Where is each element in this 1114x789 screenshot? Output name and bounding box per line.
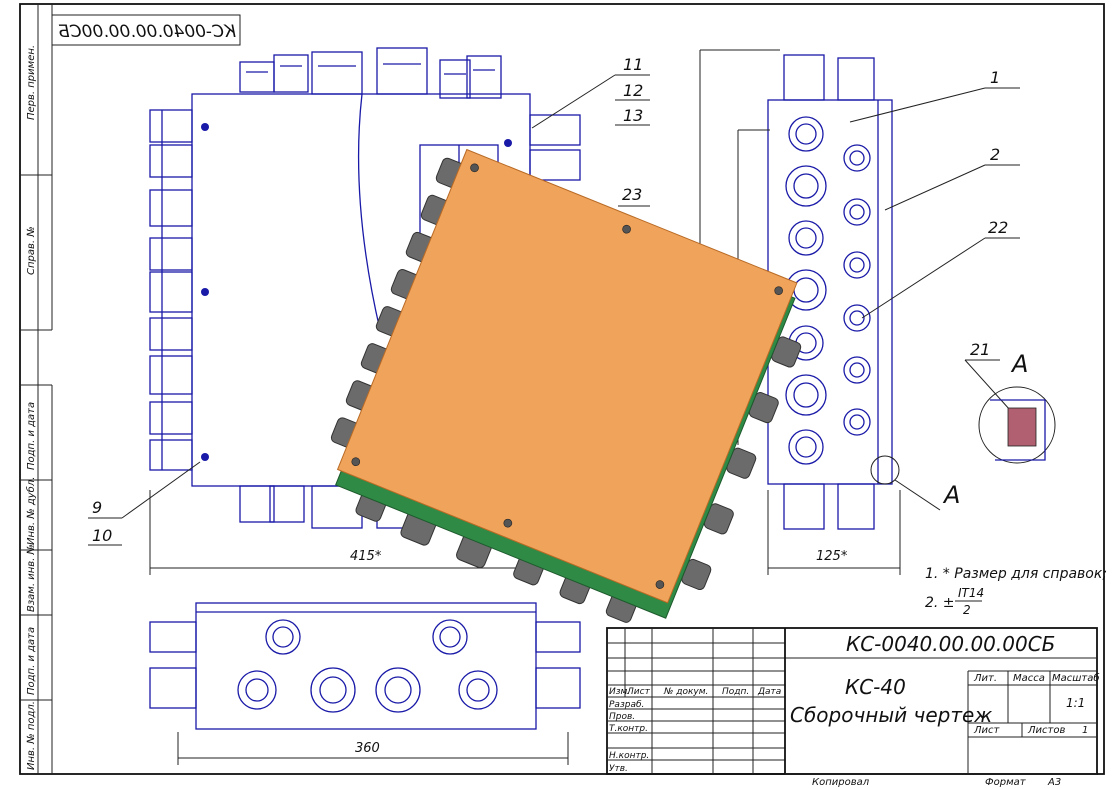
hdr-data: Дата [757, 687, 781, 697]
dim-415: 415* [350, 549, 382, 564]
section-label-top: А [1010, 350, 1028, 378]
row-tkontr: Т.контр. [609, 724, 648, 734]
callouts-side: 1 2 22 21 А А [849, 68, 1028, 511]
sheets-label: Листов [1027, 725, 1065, 736]
hdr-podp: Подп. [722, 687, 749, 697]
row-prov: Пров. [609, 712, 635, 722]
format-label: Формат [985, 777, 1027, 788]
callouts-front: 11 12 13 9 10 23 [88, 55, 650, 546]
side-label-inv-podl: Инв. № подл. [26, 701, 37, 770]
detail-A [978, 386, 1056, 464]
bottom-view: 360 [149, 602, 581, 765]
side-label-vzam: Взам. инв. № [26, 544, 37, 612]
callout-13: 13 [623, 106, 643, 125]
mirrored-code-box [51, 14, 241, 46]
callout-9: 9 [92, 498, 102, 517]
title-name-2: Сборочный чертеж [790, 703, 992, 727]
side-label-podp2: Подп. и дата [26, 627, 37, 695]
row-utv: Утв. [609, 764, 628, 774]
side-label-perv: Перв. примен. [26, 45, 37, 120]
sheets-value: 1 [1082, 725, 1088, 736]
callout-11: 11 [623, 55, 643, 74]
dim-125: 125* [816, 549, 848, 564]
sheet-label: Лист [973, 725, 1001, 736]
hdr-list: Лист [626, 687, 651, 697]
sheet-frame [19, 3, 1105, 775]
notes: 1. * Размер для справок; 2. ± IT14 2 [925, 566, 1107, 617]
row-nkontr: Н.контр. [609, 751, 649, 761]
scale-value: 1:1 [1066, 696, 1085, 710]
mass-label: Масса [1013, 673, 1045, 684]
box-3d-model [330, 148, 802, 623]
title-code: КС-0040.00.00.00СБ [846, 632, 1055, 656]
mirrored-code: КС-0040.00.00.00СБ [58, 22, 236, 42]
note-2: 2. ± [925, 595, 955, 611]
title-block: КС-0040.00.00.00СБ КС-40 Сборочный черте… [606, 627, 1100, 788]
note-2-den: 2 [963, 603, 971, 617]
note-2-num: IT14 [958, 586, 984, 600]
callout-21: 21 [970, 340, 990, 359]
callout-23: 23 [622, 185, 642, 204]
callout-1: 1 [990, 68, 1000, 87]
callout-2: 2 [990, 145, 1000, 164]
callout-12: 12 [623, 81, 643, 100]
section-label-bottom: А [942, 481, 960, 509]
scale-label: Масштаб [1052, 672, 1100, 684]
hdr-doc: № докум. [663, 687, 708, 697]
format-value: A3 [1047, 777, 1061, 788]
dim-360: 360 [355, 741, 380, 756]
callout-22: 22 [988, 218, 1008, 237]
side-strip-labels: Перв. примен. Справ. № Подп. и дата Инв.… [25, 45, 37, 770]
note-1: 1. * Размер для справок; [925, 566, 1107, 582]
title-name-1: КС-40 [845, 675, 906, 699]
side-label-sprav: Справ. № [26, 226, 37, 275]
copied-label: Копировал [812, 777, 870, 788]
side-label-podp1: Подп. и дата [26, 402, 37, 470]
lit-label: Лит. [973, 673, 997, 684]
row-razrab: Разраб. [609, 700, 644, 710]
callout-10: 10 [92, 526, 112, 545]
side-label-inv-dubl: Инв. № дубл. [25, 477, 37, 545]
hdr-izm: Изм. [609, 687, 630, 697]
